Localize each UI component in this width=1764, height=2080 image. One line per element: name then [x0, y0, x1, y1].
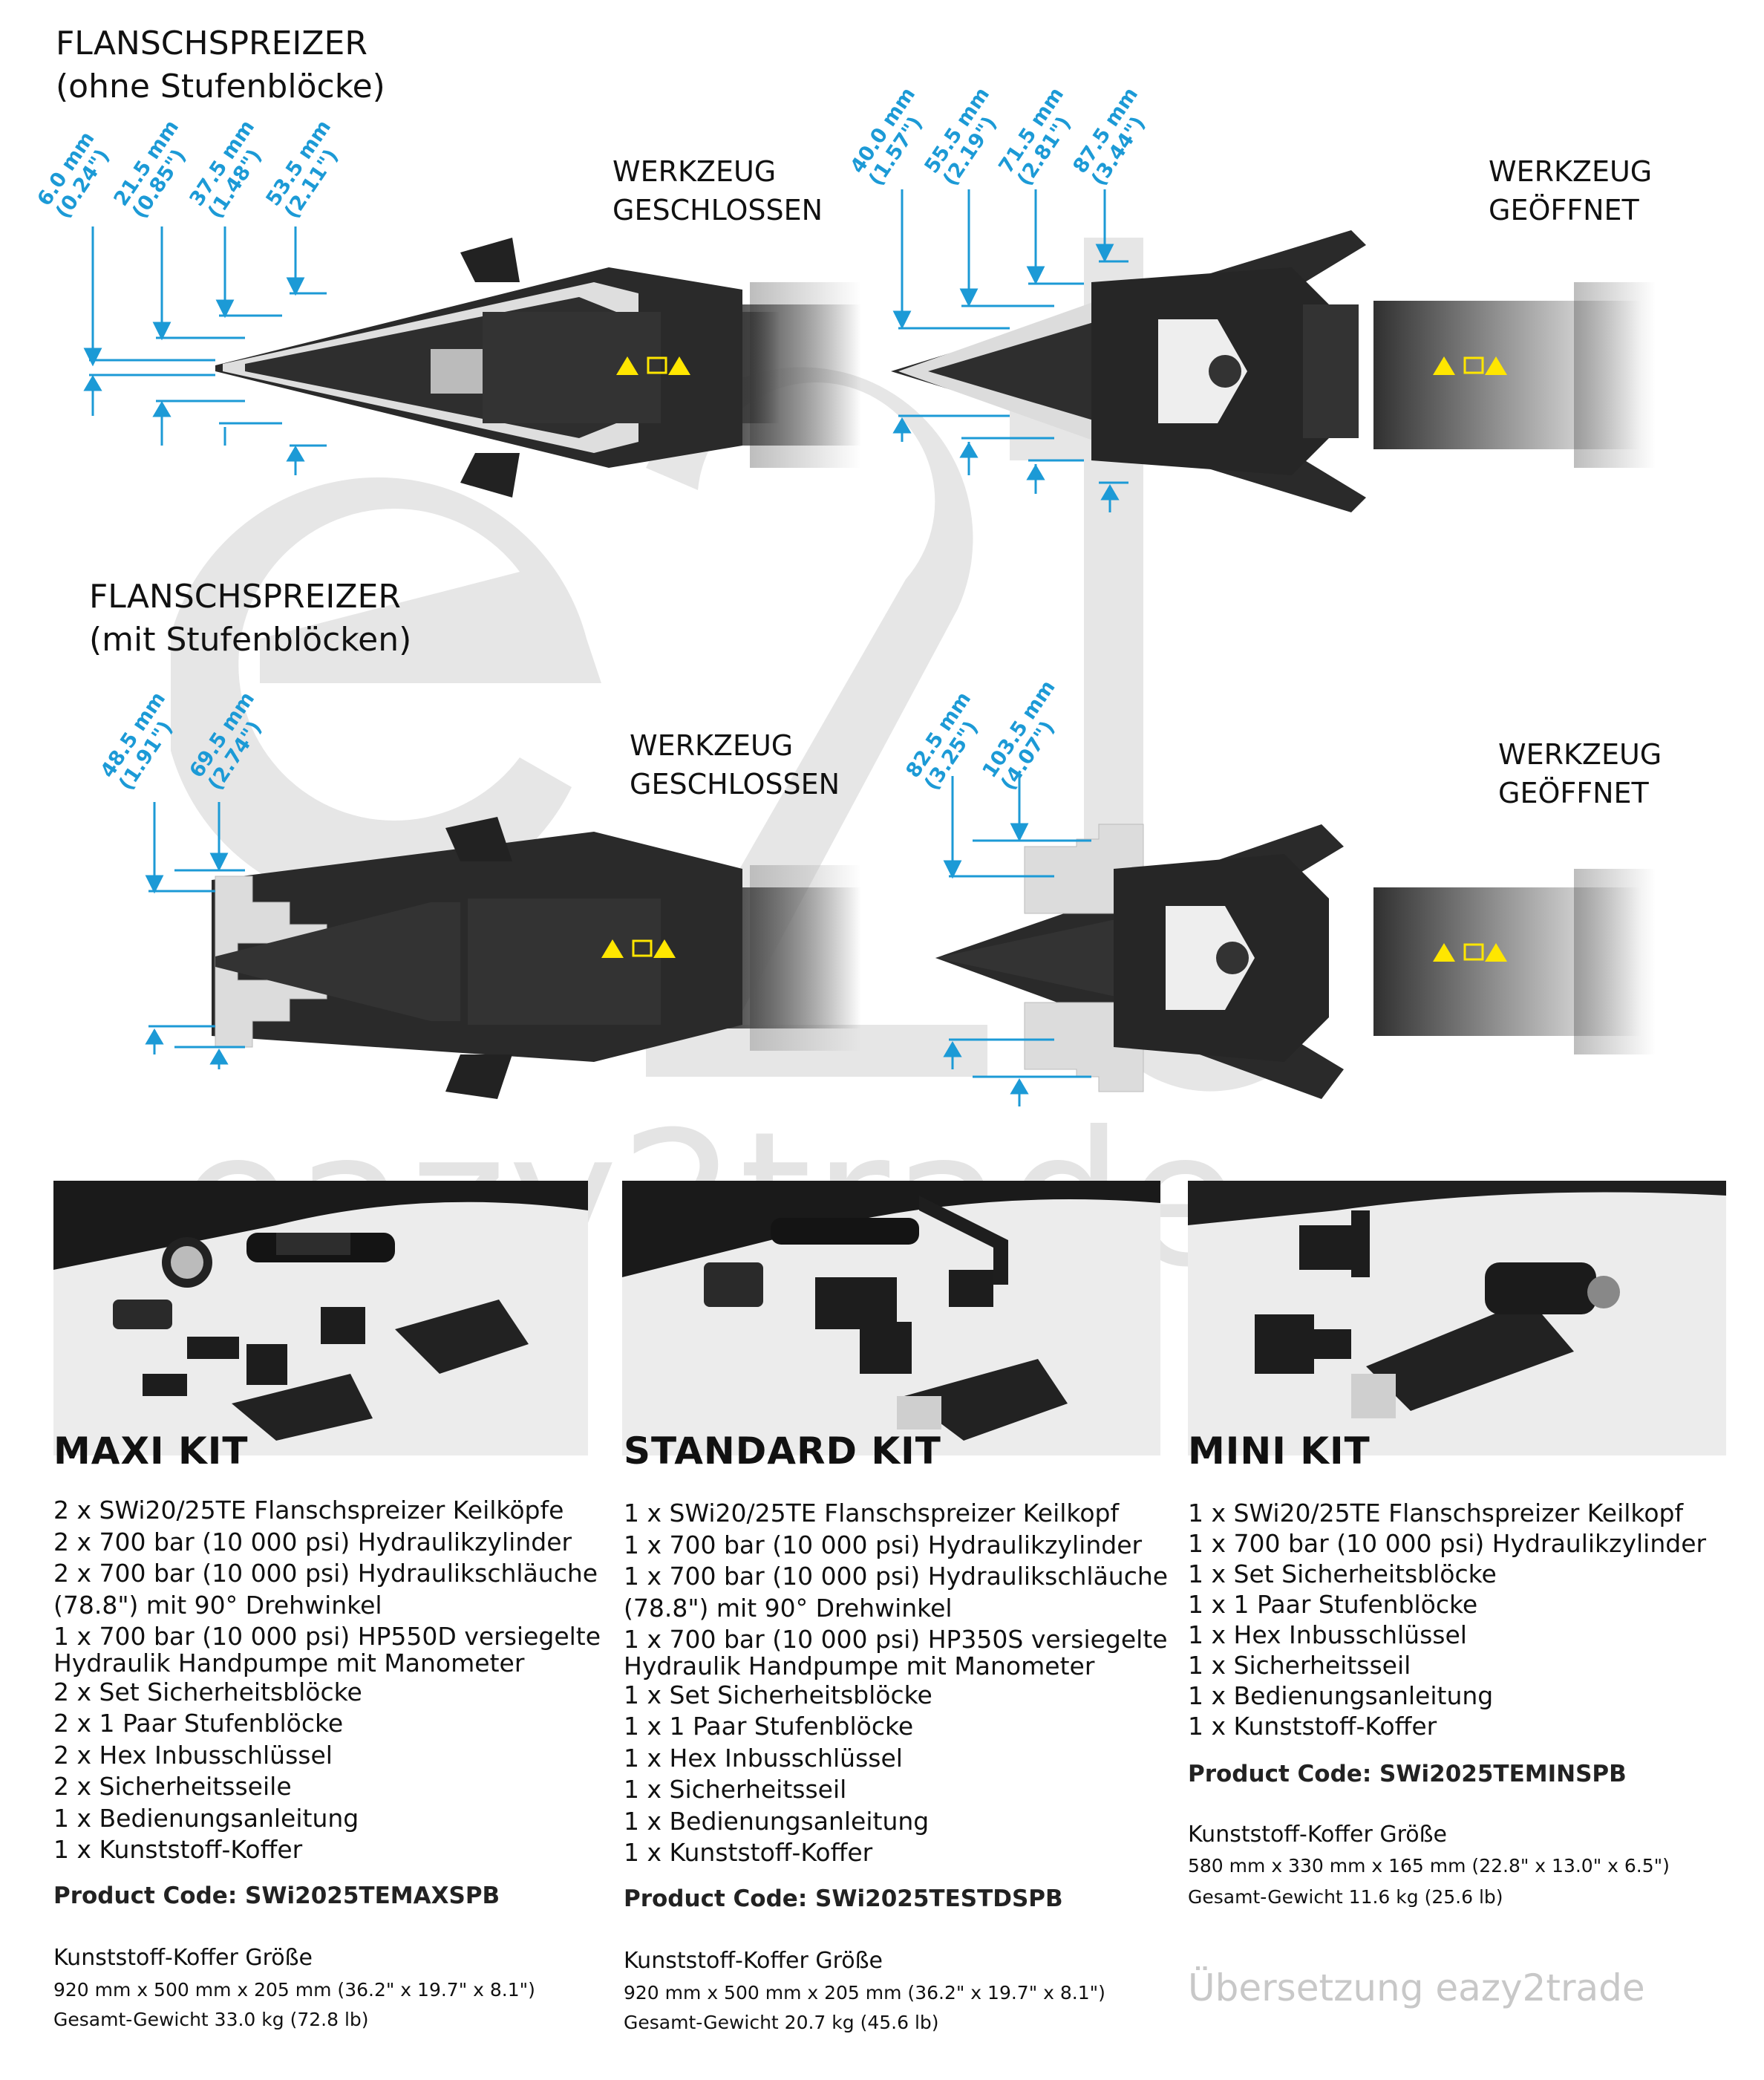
kit-title: MAXI KIT: [53, 1429, 249, 1473]
kit-items: 2 x SWi20/25TE Flanschspreizer Keilköpfe…: [53, 1495, 603, 1866]
list-item: 1 x 700 bar (10 000 psi) Hydraulikzylind…: [1188, 1529, 1707, 1558]
list-item: 2 x SWi20/25TE Flanschspreizer Keilköpfe: [53, 1496, 564, 1525]
list-item: 1 x 700 bar (10 000 psi) HP550D versiege…: [53, 1622, 601, 1651]
list-item: Hydraulik Handpumpe mit Manometer: [624, 1651, 1095, 1680]
title-line-1: FLANSCHSPREIZER: [56, 25, 368, 62]
kit-title: STANDARD KIT: [624, 1429, 941, 1473]
case-size: 920 mm x 500 mm x 205 mm (36.2" x 19.7" …: [624, 1981, 1105, 2004]
list-item: Hydraulik Handpumpe mit Manometer: [53, 1648, 525, 1678]
list-item: 1 x SWi20/25TE Flanschspreizer Keilkopf: [1188, 1499, 1684, 1528]
section-bottom-title: FLANSCHSPREIZER (mit Stufenblöcken): [89, 576, 411, 662]
product-code: Product Code: SWi2025TEMINSPB: [1188, 1761, 1627, 1787]
list-item: 1 x 1 Paar Stufenblöcke: [624, 1712, 914, 1741]
list-item: 2 x 1 Paar Stufenblöcke: [53, 1709, 344, 1738]
mini-kit-photo: [1188, 1181, 1726, 1455]
tool-bottom-closed: [212, 817, 861, 1099]
list-item: 1 x Hex Inbusschlüssel: [1188, 1620, 1467, 1649]
list-item: 1 x Sicherheitsseil: [624, 1775, 847, 1804]
dimension-lines: [83, 189, 1128, 1106]
list-item: 2 x Set Sicherheitsblöcke: [53, 1677, 362, 1706]
top-closed-label: WERKZEUG GESCHLOSSEN: [612, 155, 823, 226]
total-weight: Gesamt-Gewicht 11.6 kg (25.6 lb): [1188, 1886, 1503, 1908]
list-item: 1 x Bedienungsanleitung: [624, 1806, 930, 1836]
kit-standard: STANDARD KIT 1 x SWi20/25TE Flanschsprei…: [624, 1429, 1173, 2038]
list-item: 1 x 700 bar (10 000 psi) HP350S versiege…: [624, 1625, 1168, 1654]
top-open-label: WERKZEUG GEÖFFNET: [1489, 155, 1653, 226]
section-top-title: FLANSCHSPREIZER (ohne Stufenblöcke): [56, 22, 385, 108]
case-size: 920 mm x 500 mm x 205 mm (36.2" x 19.7" …: [53, 1978, 535, 2001]
tool-bottom-open: [935, 824, 1656, 1099]
case-size: 580 mm x 330 mm x 165 mm (22.8" x 13.0" …: [1188, 1855, 1670, 1877]
kit-maxi: MAXI KIT 2 x SWi20/25TE Flanschspreizer …: [53, 1429, 603, 2035]
tool-top-closed: [215, 238, 861, 498]
case-title: Kunststoff-Koffer Größe: [624, 1947, 883, 1974]
tool-top-open: [891, 230, 1656, 512]
title-line-1: FLANSCHSPREIZER: [89, 578, 401, 616]
list-item: 1 x 700 bar (10 000 psi) Hydraulikschläu…: [624, 1562, 1169, 1591]
kit-items: 1 x SWi20/25TE Flanschspreizer Keilkopf …: [1188, 1498, 1737, 1741]
list-item: 1 x 1 Paar Stufenblöcke: [1188, 1590, 1478, 1619]
total-weight: Gesamt-Gewicht 33.0 kg (72.8 lb): [53, 2008, 369, 2030]
list-item: 1 x Hex Inbusschlüssel: [624, 1743, 903, 1773]
kit-mini: MINI KIT 1 x SWi20/25TE Flanschspreizer …: [1188, 1429, 1737, 2009]
title-line-2: (ohne Stufenblöcke): [56, 68, 385, 105]
list-item: 1 x Kunststoff-Koffer: [53, 1835, 303, 1864]
list-item: 2 x Hex Inbusschlüssel: [53, 1740, 333, 1770]
list-item: 1 x 700 bar (10 000 psi) Hydraulikzylind…: [624, 1530, 1143, 1559]
list-item: (78.8") mit 90° Drehwinkel: [624, 1593, 953, 1623]
tool-diagrams: [83, 189, 1656, 1106]
bottom-closed-label: WERKZEUG GESCHLOSSEN: [630, 729, 840, 801]
case-title: Kunststoff-Koffer Größe: [1188, 1822, 1447, 1848]
list-item: 1 x Bedienungsanleitung: [53, 1803, 359, 1833]
list-item: 1 x Set Sicherheitsblöcke: [624, 1680, 932, 1709]
product-code: Product Code: SWi2025TEMAXSPB: [53, 1882, 500, 1909]
standard-kit-photo: [622, 1181, 1160, 1455]
case-title: Kunststoff-Koffer Größe: [53, 1944, 313, 1971]
list-item: 1 x Set Sicherheitsblöcke: [1188, 1559, 1497, 1588]
list-item: 1 x Bedienungsanleitung: [1188, 1681, 1494, 1710]
list-item: 1 x Kunststoff-Koffer: [624, 1838, 873, 1867]
translation-credit: Übersetzung eazy2trade: [1188, 1966, 1645, 2009]
total-weight: Gesamt-Gewicht 20.7 kg (45.6 lb): [624, 2011, 939, 2033]
list-item: 1 x Kunststoff-Koffer: [1188, 1712, 1437, 1741]
title-line-2: (mit Stufenblöcken): [89, 621, 412, 659]
list-item: 1 x Sicherheitsseil: [1188, 1651, 1411, 1680]
kit-title: MINI KIT: [1188, 1429, 1371, 1473]
bottom-open-label: WERKZEUG GEÖFFNET: [1498, 738, 1662, 809]
kit-items: 1 x SWi20/25TE Flanschspreizer Keilkopf …: [624, 1498, 1173, 1869]
list-item: 1 x SWi20/25TE Flanschspreizer Keilkopf: [624, 1499, 1120, 1528]
list-item: 2 x 700 bar (10 000 psi) Hydraulikzylind…: [53, 1527, 572, 1556]
list-item: (78.8") mit 90° Drehwinkel: [53, 1590, 382, 1620]
product-code: Product Code: SWi2025TESTDSPB: [624, 1885, 1063, 1912]
list-item: 2 x Sicherheitsseile: [53, 1772, 292, 1801]
maxi-kit-photo: [53, 1181, 588, 1455]
list-item: 2 x 700 bar (10 000 psi) Hydraulikschläu…: [53, 1559, 598, 1588]
